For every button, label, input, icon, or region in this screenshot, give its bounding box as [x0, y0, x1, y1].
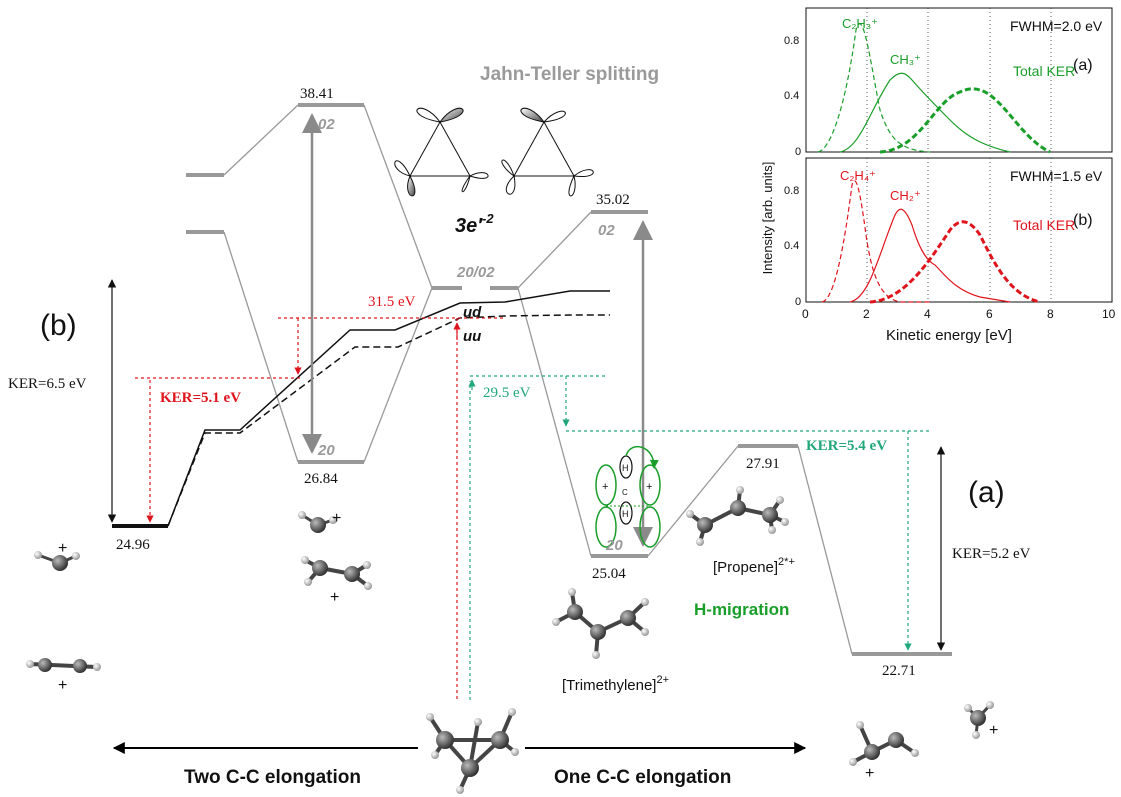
ker-52-label: KER=5.2 eV [952, 546, 1031, 562]
top-ion1: C₂H₃⁺ [842, 16, 878, 31]
xtick-4: 4 [924, 307, 931, 321]
xtick-10: 10 [1102, 307, 1116, 321]
two-cc-label: Two C-C elongation [184, 767, 361, 788]
plus-c2h4: + [330, 589, 339, 606]
energy-2271: 22.71 [882, 663, 916, 679]
inset-plots: FWHM=2.0 eV (a) C₂H₃⁺ CH₃⁺ Total KER 0.8… [760, 7, 1116, 344]
bottom-total-curve [869, 220, 1041, 304]
propene-label: [Propene]2*+ [713, 556, 795, 576]
bottom-ion2: CH₂⁺ [890, 188, 921, 203]
top-c2h3-curve [817, 23, 931, 153]
orbital-plus-left: + [602, 481, 608, 493]
orbital-label: 3e′-2 [455, 211, 494, 237]
xtick-6: 6 [986, 307, 993, 321]
svg-text:H: H [622, 463, 629, 473]
panel-b-label: (b) [40, 309, 77, 342]
energy-2504: 25.04 [592, 566, 626, 582]
plus-ch2: + [332, 510, 341, 527]
molecule-c2h3 [849, 721, 919, 766]
bottom-ytick-08: 0.8 [784, 185, 799, 197]
top-ytick-04: 0.4 [784, 90, 799, 102]
molecule-cyclopropane [426, 708, 519, 794]
state-02-right: 02 [598, 222, 615, 239]
molecule-trimethylene [552, 588, 649, 659]
top-total-curve [879, 87, 1051, 154]
energy-levels [186, 103, 952, 656]
xtick-2: 2 [863, 307, 870, 321]
energy-3502: 35.02 [596, 192, 630, 208]
ev-295-label: 29.5 eV [483, 385, 531, 401]
molecule-ch3-right [964, 701, 994, 739]
molecule-propene [686, 486, 789, 546]
energy-3841: 38.41 [300, 86, 334, 102]
ud-label: ud [463, 304, 482, 321]
orbital-plus-right: + [646, 481, 652, 493]
inset-xlabel: Kinetic energy [eV] [886, 327, 1012, 344]
top-ytick-08: 0.8 [784, 35, 799, 47]
bottom-total: Total KER [1013, 217, 1075, 233]
bottom-ytick-04: 0.4 [784, 240, 799, 252]
one-cc-label: One C-C elongation [554, 767, 731, 788]
top-total: Total KER [1013, 63, 1075, 79]
top-ch3-curve [839, 72, 1011, 153]
h-migration-label: H-migration [694, 600, 789, 619]
state-02-left: 02 [318, 116, 335, 133]
xtick-8: 8 [1047, 307, 1054, 321]
inset-bottom-frame [805, 157, 1113, 303]
bottom-c2h4-curve [821, 180, 930, 303]
svg-text:C: C [622, 488, 628, 497]
bottom-tag: (b) [1073, 212, 1093, 229]
energy-2791: 27.91 [746, 456, 780, 472]
molecule-ch3-left [34, 551, 80, 571]
red-dashed-paths [135, 317, 505, 700]
uu-label: uu [463, 328, 481, 345]
inset-top-panel: FWHM=2.0 eV (a) C₂H₃⁺ CH₃⁺ Total KER 0.8… [784, 7, 1113, 158]
energy-2684: 26.84 [304, 471, 338, 487]
molecule-c2h4 [301, 556, 372, 590]
potential-curves [167, 290, 610, 527]
inset-bottom-panel: FWHM=1.5 eV (b) C₂H₄⁺ CH₂⁺ Total KER 0.8… [784, 157, 1113, 308]
bottom-fwhm: FWHM=1.5 eV [1010, 168, 1103, 184]
plus-c2h3: + [865, 765, 874, 782]
h-migration-orbital: + + H H C [595, 446, 661, 548]
orbital-drawing [394, 107, 594, 197]
bottom-ion1: C₂H₄⁺ [840, 168, 876, 183]
plus-ch3-right: + [989, 722, 998, 739]
molecule-acetylene-left [26, 658, 101, 673]
ker-65-label: KER=6.5 eV [8, 376, 87, 392]
top-tag: (a) [1073, 57, 1093, 74]
top-fwhm: FWHM=2.0 eV [1010, 18, 1103, 34]
ev-315-label: 31.5 eV [368, 294, 416, 310]
plus-c2h2: + [58, 677, 67, 694]
teal-dashed-paths [469, 375, 930, 700]
plus-ch3-left: + [58, 540, 67, 557]
molecules [26, 486, 994, 794]
ker-51-label: KER=5.1 eV [160, 390, 241, 406]
trimethylene-label: [Trimethylene]2+ [562, 674, 669, 694]
inset-ylabel: Intensity [arb. units] [760, 162, 775, 275]
ker-54-label: KER=5.4 eV [806, 438, 887, 454]
svg-text:H: H [622, 509, 629, 519]
molecule-ch2 [298, 511, 337, 533]
bottom-ch2-curve [849, 208, 1011, 303]
top-ion2: CH₃⁺ [890, 52, 921, 67]
panel-a-label: (a) [968, 476, 1005, 509]
bottom-ytick-0: 0 [795, 296, 801, 308]
state-20-left: 20 [317, 442, 335, 459]
top-ytick-0: 0 [795, 146, 801, 158]
state-20-right: 20 [605, 537, 623, 554]
state-2002: 20/02 [456, 264, 495, 281]
energy-2496: 24.96 [116, 537, 150, 553]
xtick-0: 0 [802, 307, 809, 321]
connector-lines [223, 104, 853, 655]
jahn-teller-title: Jahn-Teller splitting [480, 64, 659, 85]
